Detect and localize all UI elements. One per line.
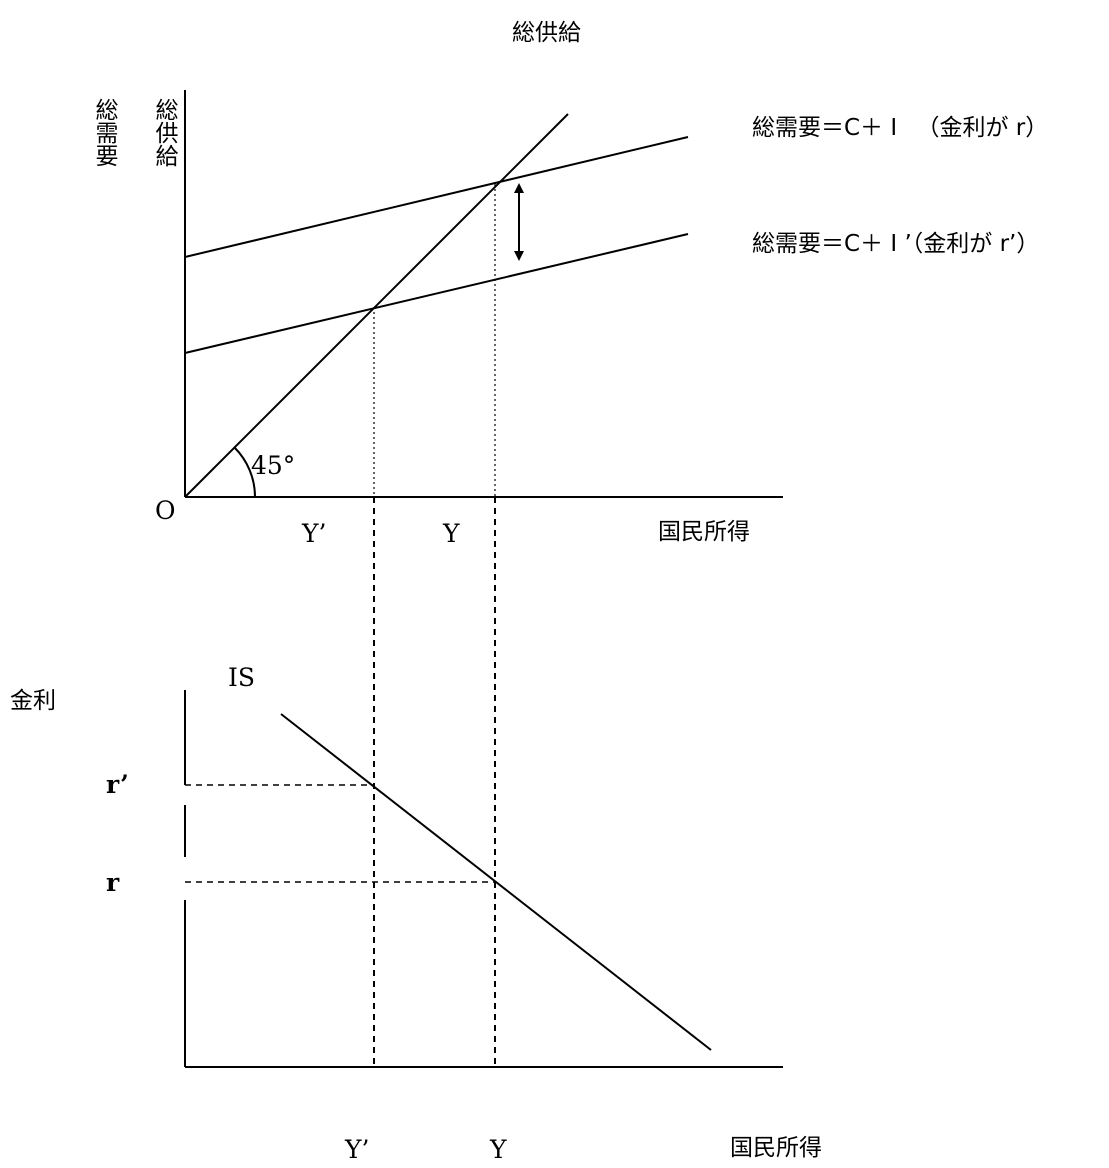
bottom-y-axis-label: 金利	[10, 688, 56, 714]
top-y-axis-label-supply: 総供給	[151, 98, 177, 167]
is-curve	[280, 713, 712, 1051]
tick-r: r	[106, 868, 120, 897]
top-title: 総供給	[512, 20, 581, 46]
top-tick-y-prime: Y’	[302, 519, 327, 548]
curve-label-1-paren: （金利が r）	[916, 115, 1049, 141]
curve-label-1-main: 総需要＝C＋ I	[752, 115, 898, 141]
curve-label-1: 総需要＝C＋ I （金利が r）	[752, 117, 1048, 140]
bottom-tick-y: Y	[490, 1135, 507, 1164]
tick-r-prime: r’	[106, 770, 129, 799]
top-y-axis-label-demand: 総需要	[91, 98, 117, 167]
curve-label-2-paren: （金利が r’）	[911, 231, 1040, 257]
top-x-axis-label: 国民所得	[658, 519, 750, 545]
forty-five-degree-line	[184, 113, 569, 498]
bottom-tick-y-prime: Y’	[345, 1135, 370, 1164]
is-curve-label: IS	[228, 663, 256, 692]
top-tick-y: Y	[443, 519, 460, 548]
origin-label: O	[155, 496, 176, 525]
curve-label-2-main: 総需要＝C＋ I ’	[752, 231, 912, 257]
angle-label: 45°	[251, 451, 296, 480]
bottom-x-axis-label: 国民所得	[730, 1135, 822, 1161]
curve-label-2: 総需要＝C＋ I ’（金利が r’）	[752, 233, 1039, 256]
aggregate-demand-line-r	[184, 136, 689, 258]
aggregate-demand-line-r-prime	[184, 233, 689, 354]
angle-arc-45	[233, 446, 256, 498]
